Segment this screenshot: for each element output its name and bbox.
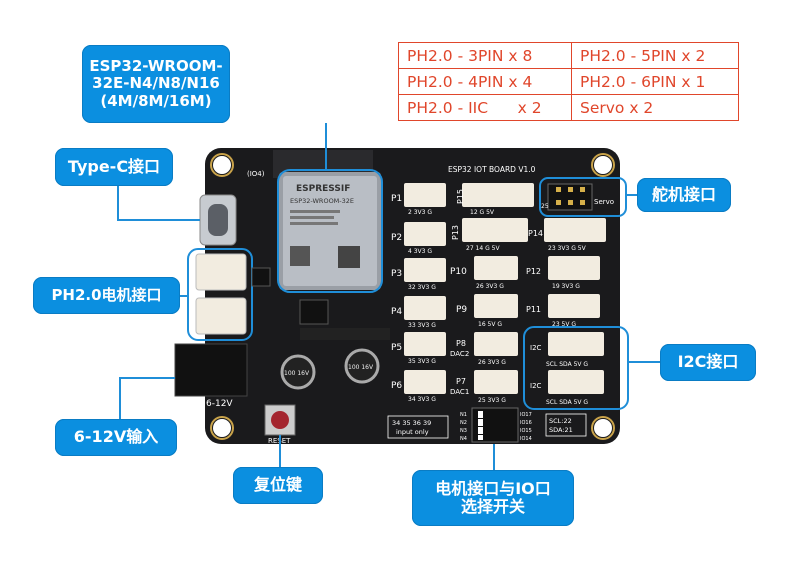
port-label: P15 bbox=[456, 189, 465, 204]
input-only-note bbox=[387, 415, 449, 439]
type-c-callout: Type-C接口 bbox=[55, 148, 173, 186]
switch-left-label: N4 bbox=[460, 436, 467, 442]
vin-leader bbox=[119, 377, 175, 419]
io4-label: (IO4) bbox=[247, 170, 265, 178]
spec-table: PH2.0 - 3PIN x 8 PH2.0 - 5PIN x 2 PH2.0 … bbox=[398, 42, 739, 121]
motor-connectors bbox=[195, 253, 247, 335]
port-pins: 2 3V3 G bbox=[408, 209, 432, 216]
port-pins: 26 3V3 G bbox=[476, 283, 504, 290]
i2c-outline bbox=[523, 326, 629, 410]
switch-callout-line2: 选择开关 bbox=[460, 497, 525, 516]
servo-pin-label: 25 bbox=[541, 203, 549, 210]
dc-jack bbox=[174, 343, 248, 397]
ph20-motor-callout: PH2.0电机接口 bbox=[33, 277, 180, 314]
port-pins: 16 5V G bbox=[478, 321, 502, 328]
port-pins: 25 3V3 G bbox=[478, 397, 506, 404]
port-pins: 26 3V3 G bbox=[478, 359, 506, 366]
port-label: P6 bbox=[391, 381, 402, 391]
servo-outline bbox=[539, 177, 627, 217]
port-pins: 12 G 5V bbox=[470, 209, 495, 216]
module-name: ESP32-WROOM-32E bbox=[290, 197, 354, 205]
port-label: P11 bbox=[526, 305, 541, 314]
esp32-module: ESPRESSIF ESP32-WROOM-32E bbox=[273, 150, 381, 290]
port-label: P5 bbox=[391, 343, 402, 353]
switch-io-label: IO16 bbox=[520, 420, 532, 426]
port-column-a bbox=[404, 183, 446, 394]
i2c-label: I2C bbox=[530, 382, 542, 390]
reset-button bbox=[264, 404, 296, 436]
capacitors bbox=[280, 348, 380, 390]
port-column-c bbox=[544, 218, 606, 318]
i2c-pins: SCL SDA 5V G bbox=[546, 361, 588, 368]
spec-cell: Servo x 2 bbox=[571, 94, 739, 121]
port-column-b bbox=[462, 183, 534, 394]
port-label: P2 bbox=[391, 233, 402, 243]
port-label: P13 bbox=[451, 225, 460, 240]
switch-io-label: IO15 bbox=[520, 428, 532, 434]
port-label: P14 bbox=[528, 229, 543, 238]
switch-callout-line1: 电机接口与IO口 bbox=[435, 478, 551, 498]
spec-cell: PH2.0 - 3PIN x 8 bbox=[398, 42, 572, 69]
port-sub: DAC1 bbox=[450, 388, 469, 396]
vin-label: 6-12V bbox=[206, 399, 233, 409]
port-sub: DAC2 bbox=[450, 350, 469, 358]
switch-left-label: N2 bbox=[460, 420, 467, 426]
board-title: ESP32 IOT BOARD V1.0 bbox=[448, 165, 536, 174]
spec-row: PH2.0 - 4PIN x 4 PH2.0 - 6PIN x 1 bbox=[398, 68, 739, 95]
servo-callout: 舵机接口 bbox=[637, 178, 731, 212]
module-brand: ESPRESSIF bbox=[296, 184, 350, 194]
i2c-label: I2C bbox=[530, 344, 542, 352]
port-label: P12 bbox=[526, 267, 541, 276]
servo-label: Servo bbox=[594, 198, 614, 206]
port-label: P7 bbox=[456, 377, 466, 386]
port-pins: 27 14 G 5V bbox=[466, 245, 500, 252]
port-label: P8 bbox=[456, 339, 466, 348]
i2c-note bbox=[545, 413, 587, 437]
switch-io-label: IO17 bbox=[520, 412, 532, 418]
port-label: P1 bbox=[391, 194, 402, 204]
port-pins: 19 3V3 G bbox=[552, 283, 580, 290]
port-label: P4 bbox=[391, 307, 402, 317]
reset-callout: 复位键 bbox=[233, 467, 323, 504]
port-pins: 32 3V3 G bbox=[408, 284, 436, 291]
esp32-outline bbox=[277, 169, 383, 293]
esp32-callout-line3: (4M/8M/16M) bbox=[100, 91, 212, 110]
power-input-callout: 6-12V输入 bbox=[55, 419, 177, 456]
port-pins: 35 3V3 G bbox=[408, 358, 436, 365]
switch-io-label: IO14 bbox=[520, 436, 532, 442]
i2c-connectors bbox=[548, 332, 604, 394]
i2c-callout: I2C接口 bbox=[660, 344, 756, 381]
input-only-pins: 34 35 36 39 bbox=[392, 419, 431, 427]
mounting-holes bbox=[210, 153, 615, 440]
cap1-label: 100 16V bbox=[284, 370, 310, 377]
spec-cell: PH2.0 - 4PIN x 4 bbox=[398, 68, 572, 95]
i2c-note-1: SCL:22 bbox=[549, 417, 572, 425]
port-label: P10 bbox=[450, 267, 467, 277]
port-pins: 23 3V3 G 5V bbox=[548, 245, 587, 252]
type-c-leader bbox=[117, 186, 200, 221]
port-pins: 23 5V G bbox=[552, 321, 576, 328]
spec-row: PH2.0 - IIC x 2 Servo x 2 bbox=[398, 94, 739, 121]
spec-cell: PH2.0 - 5PIN x 2 bbox=[571, 42, 739, 69]
port-pins: 34 3V3 G bbox=[408, 396, 436, 403]
switch-left-label: N3 bbox=[460, 428, 467, 434]
switch-callout: 电机接口与IO口 选择开关 bbox=[412, 470, 574, 526]
port-label: P3 bbox=[391, 269, 402, 279]
port-pins: 4 3V3 G bbox=[408, 248, 432, 255]
chips bbox=[251, 267, 390, 340]
i2c-pins: SCL SDA 5V G bbox=[546, 399, 588, 406]
cap2-label: 100 16V bbox=[348, 364, 374, 371]
esp32-module-callout: ESP32-WROOM- 32E-N4/N8/N16 (4M/8M/16M) bbox=[82, 45, 230, 123]
esp32-callout-line2: 32E-N4/N8/N16 bbox=[92, 74, 220, 93]
esp32-callout-line1: ESP32-WROOM- bbox=[89, 57, 223, 76]
spec-row: PH2.0 - 3PIN x 8 PH2.0 - 5PIN x 2 bbox=[398, 42, 739, 69]
port-label: P9 bbox=[456, 305, 467, 315]
motor-outline bbox=[187, 248, 253, 341]
port-pins: 33 3V3 G bbox=[408, 322, 436, 329]
spec-cell: PH2.0 - IIC x 2 bbox=[398, 94, 572, 121]
input-only-text: input only bbox=[396, 428, 429, 436]
i2c-note-2: SDA:21 bbox=[549, 426, 573, 434]
switch-left-label: N1 bbox=[460, 412, 467, 418]
